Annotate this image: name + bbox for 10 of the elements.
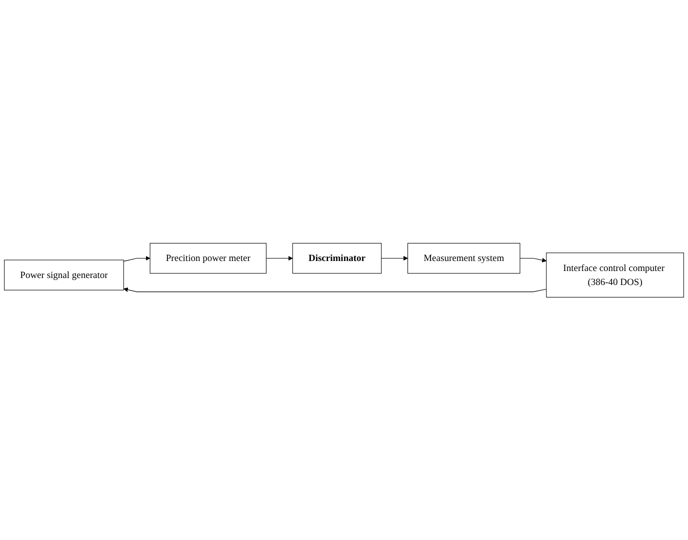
node-box: Discriminator [292,242,382,274]
arrow [520,258,547,262]
node-box: Power signal generator [4,260,124,290]
arrow [381,256,408,260]
node-box: Precition power meter [150,242,266,274]
arrow [123,287,547,292]
node-box: Interface control computer (386-40 DOS) [546,252,684,298]
node-box: Measurement system [408,242,520,274]
arrow [123,256,150,262]
arrow [266,256,293,260]
